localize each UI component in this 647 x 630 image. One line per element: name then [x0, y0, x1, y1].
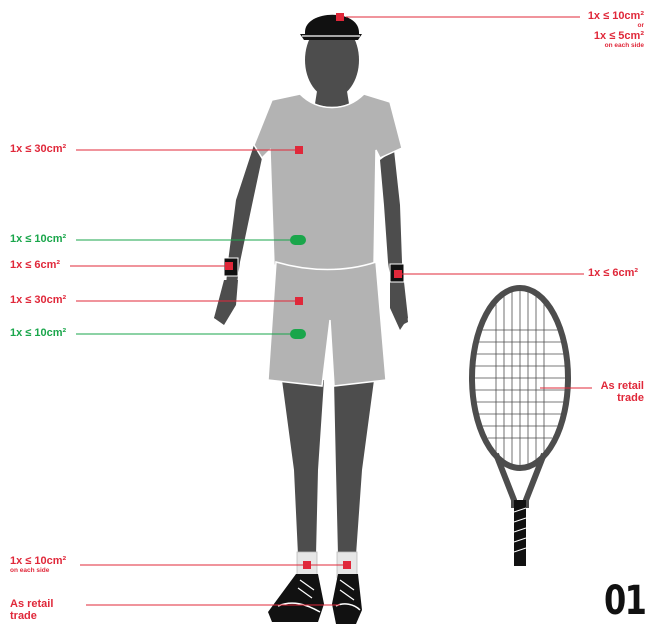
cap-marker — [336, 13, 344, 21]
cap-main-text: 1x ≤ 10cm² — [560, 10, 644, 22]
shorts — [268, 262, 386, 386]
left-wristband-label: 1x ≤ 6cm² — [10, 259, 60, 271]
shirt-marker — [295, 146, 303, 154]
tennis-racket — [472, 288, 568, 566]
page-number: 01 — [604, 578, 645, 624]
racket-line1: As retail — [580, 380, 644, 392]
shirt-green-marker — [290, 235, 306, 245]
cap-alt-note: on each side — [560, 42, 644, 50]
socks-main-text: 1x ≤ 10cm² — [10, 555, 66, 567]
racket-line2: trade — [580, 392, 644, 404]
right-wristband-label: 1x ≤ 6cm² — [588, 267, 638, 279]
shorts-marker — [295, 297, 303, 305]
shirt-label: 1x ≤ 30cm² — [10, 143, 66, 155]
left-sock-marker — [303, 561, 311, 569]
shorts-green-label: 1x ≤ 10cm² — [10, 327, 66, 339]
right-leg — [334, 380, 374, 555]
shorts-label: 1x ≤ 30cm² — [10, 294, 66, 306]
cap-alt-text: 1x ≤ 5cm² — [560, 30, 644, 42]
shoes-line1: As retail — [10, 598, 53, 610]
left-leg — [282, 380, 324, 555]
shirt — [254, 94, 402, 273]
socks-label: 1x ≤ 10cm² on each side — [10, 555, 66, 575]
cap-or-text: or — [560, 22, 644, 30]
shorts-green-marker — [290, 329, 306, 339]
left-hand — [214, 280, 238, 325]
left-wristband-marker — [225, 262, 233, 270]
racket-label: As retail trade — [580, 380, 644, 404]
shoes-line2: trade — [10, 610, 53, 622]
socks-note-text: on each side — [10, 567, 66, 575]
right-sock-marker — [343, 561, 351, 569]
shirt-green-label: 1x ≤ 10cm² — [10, 233, 66, 245]
cap — [300, 15, 362, 40]
left-shoe — [268, 574, 324, 622]
cap-label: 1x ≤ 10cm² or 1x ≤ 5cm² on each side — [560, 10, 644, 50]
right-wristband-marker — [394, 270, 402, 278]
shoes-label: As retail trade — [10, 598, 53, 622]
right-shoe — [332, 574, 362, 624]
